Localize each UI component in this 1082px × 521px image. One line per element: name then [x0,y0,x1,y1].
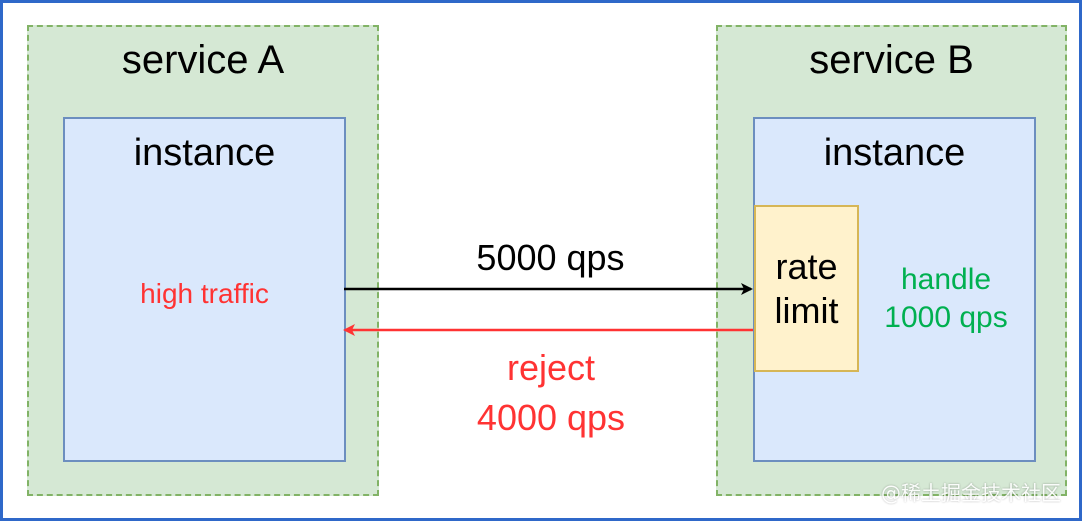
service-a-instance-title: instance [133,132,276,174]
service-a-instance-box: instance high traffic [63,117,346,462]
service-b-instance-title: instance [823,132,966,174]
service-b-title: service B [809,38,974,82]
reject-line1: reject [506,347,596,388]
handle-line2: 1000 qps [884,301,1008,334]
handle-line1: handle [900,263,992,296]
reject-line2: 4000 qps [476,397,626,438]
service-a-box: service A instance high traffic [27,25,379,496]
rate-limit-line2: limit [774,289,839,331]
rate-limit-line1: rate [775,245,838,287]
high-traffic-label: high traffic [140,278,269,309]
rate-limit-box: rate limit [754,205,859,372]
reject-label: reject 4000 qps [441,343,661,443]
handle-label: handle 1000 qps [865,261,1027,337]
watermark-text: @稀土掘金技术社区 [881,481,1061,505]
service-b-box: service B instance [716,25,1067,496]
request-qps-label: 5000 qps [476,237,625,278]
service-b-instance-box: instance [753,117,1036,462]
service-a-title: service A [121,38,285,82]
